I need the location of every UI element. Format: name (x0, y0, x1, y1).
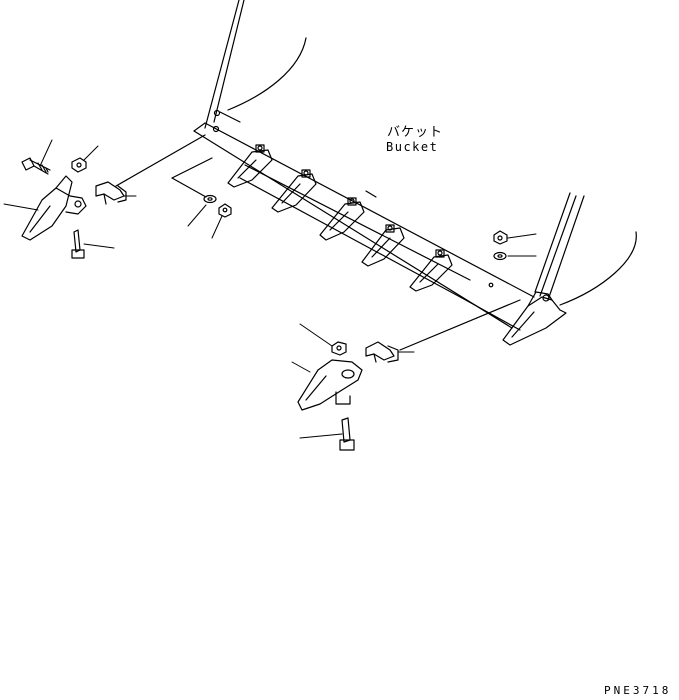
lower-retainer-clip (366, 342, 398, 362)
left-nut-mid (219, 204, 231, 217)
mounted-corner-tooth-right (503, 292, 566, 345)
bucket-label-en: Bucket (386, 140, 439, 154)
left-retainer-clip (96, 182, 126, 204)
lower-nut (332, 342, 346, 355)
lower-bolt-vertical (340, 418, 354, 450)
drawing-code: PNE3718 (604, 684, 672, 697)
bucket-body (194, 0, 636, 330)
bucket-label-jp: バケット (387, 125, 444, 140)
left-exploded-parts (22, 135, 231, 258)
left-bolt-vertical (72, 230, 84, 258)
left-nut-top (72, 158, 86, 172)
right-washer (494, 253, 506, 260)
mounted-tooth-3 (320, 198, 364, 240)
mounted-teeth (228, 145, 566, 345)
left-bolt-horizontal (22, 158, 50, 174)
mounted-tooth-4 (362, 225, 404, 266)
right-exploded-parts (494, 231, 507, 260)
mounted-tooth-2 (272, 170, 316, 212)
right-nut (494, 231, 507, 244)
mounted-tooth-1 (228, 145, 272, 187)
mounted-tooth-5 (410, 250, 452, 291)
left-corner-tooth (22, 176, 86, 240)
leader-lines (4, 140, 536, 438)
lower-corner-tooth (298, 360, 362, 410)
lower-exploded-parts (298, 300, 520, 450)
left-washer-mid (204, 196, 216, 203)
